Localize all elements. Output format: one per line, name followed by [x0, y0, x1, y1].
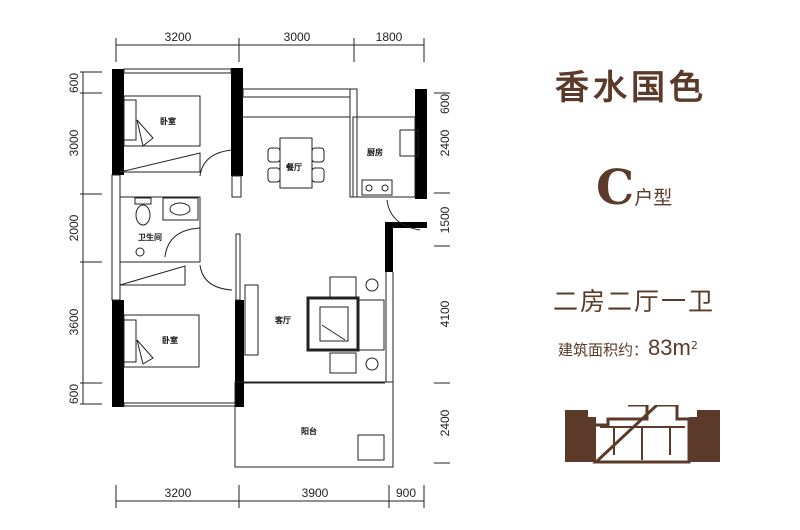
room-dining: 餐厅: [285, 162, 302, 172]
building-key-plan: [565, 405, 720, 464]
dim-right-4: 4100: [438, 300, 452, 327]
room-kitchen: 厨房: [367, 147, 383, 157]
room-living: 客厅: [274, 315, 291, 325]
unit-type: C户型: [596, 160, 672, 216]
room-bedroom-2: 卧室: [162, 335, 178, 345]
dim-left-5: 600: [67, 384, 81, 404]
room-bathroom: 卫生间: [138, 232, 162, 242]
area-label: 建筑面积约：: [558, 341, 649, 359]
dimension-labels: 3200 3000 1800 3200 3900 900 600 3000 20…: [67, 30, 452, 500]
walls: [112, 68, 427, 407]
layout-description: 二房二厅一卫: [553, 287, 716, 316]
dim-right-3: 1500: [438, 206, 452, 233]
area-unit: m: [672, 335, 691, 360]
dim-left-3: 2000: [67, 214, 81, 241]
dim-right-1: 600: [438, 94, 452, 114]
thin-walls: [111, 68, 421, 468]
dim-top-3: 1800: [376, 30, 403, 44]
dim-right-5: 2400: [438, 409, 452, 436]
area-exp: 2: [690, 339, 698, 352]
unit-suffix: 户型: [634, 187, 673, 209]
area-info: 建筑面积约：83m2: [558, 335, 698, 361]
dim-bottom-1: 3200: [165, 486, 192, 500]
room-bedroom-1: 卧室: [160, 116, 176, 126]
dim-bottom-2: 3900: [302, 486, 329, 500]
dim-left-2: 3000: [67, 129, 81, 156]
dim-top-1: 3200: [165, 30, 192, 44]
dim-bottom-3: 900: [396, 486, 416, 500]
floor-plan: 3200 3000 1800 3200 3900 900 600 3000 20…: [67, 30, 452, 508]
dim-top-2: 3000: [284, 30, 311, 44]
brand-title: 香水国色: [555, 68, 707, 108]
dim-right-2: 2400: [438, 129, 452, 156]
dim-left-4: 3600: [67, 308, 81, 335]
dim-left-1: 600: [67, 73, 81, 93]
dimension-lines: [80, 38, 450, 508]
room-labels: 卧室 餐厅 厨房 卫生间 客厅 卧室 阳台: [138, 116, 383, 436]
room-balcony: 阳台: [301, 426, 317, 436]
unit-letter: C: [596, 160, 635, 216]
area-value: 83: [648, 335, 673, 360]
